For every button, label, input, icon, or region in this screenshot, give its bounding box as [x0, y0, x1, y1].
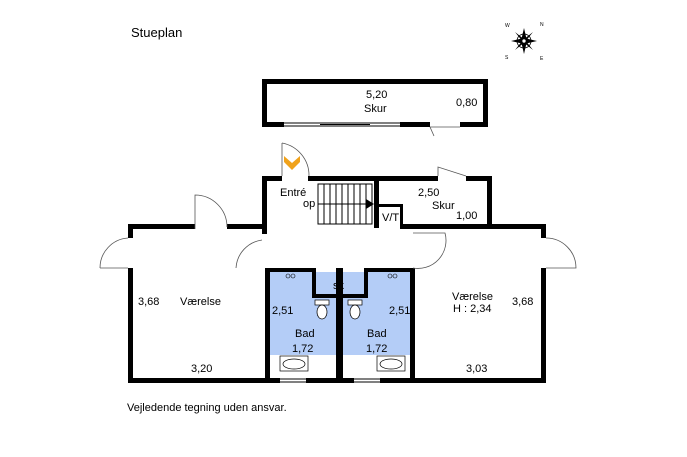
compass-south: S [505, 55, 509, 61]
entre-label: Entré [280, 187, 306, 199]
room-right-name: Værelse [452, 291, 493, 303]
bath-left-height: 2,51 [272, 305, 293, 317]
bath-right-height: 2,51 [389, 305, 410, 317]
house-walls [128, 176, 546, 383]
entry-door [281, 142, 310, 177]
compass-icon: N S E W [505, 22, 544, 62]
staircase [317, 183, 374, 225]
shed-right-width: 2,50 [418, 187, 439, 199]
plan-title: Stueplan [131, 25, 182, 40]
room-left-height: 3,68 [138, 296, 159, 308]
disclaimer-text: Vejledende tegning uden ansvar. [127, 402, 287, 414]
shed-top-depth: 0,80 [456, 97, 477, 109]
compass-north: N [540, 22, 544, 28]
room-left-name: Værelse [180, 296, 221, 308]
faucet-icon [387, 273, 398, 279]
sink-icon [376, 355, 406, 372]
compass-west: W [505, 23, 510, 29]
compass-east: E [540, 56, 544, 62]
sk-label: sk [333, 280, 345, 292]
bath-left-width: 1,72 [292, 343, 313, 355]
room-left-width: 3,20 [191, 363, 212, 375]
shed-top-width: 5,20 [366, 89, 387, 101]
toilet-icon [314, 299, 330, 320]
shed-right-depth: 1,00 [456, 210, 477, 222]
shed-top-walls [262, 79, 488, 137]
room-right-height: 3,68 [512, 296, 533, 308]
room-right-width: 3,03 [466, 363, 487, 375]
door-swings [99, 166, 577, 269]
vt-label: V/T [382, 212, 399, 224]
stairs-up-label: op [303, 198, 315, 210]
shed-right-name: Skur [432, 200, 455, 212]
bath-windows [280, 378, 380, 383]
bath-right-name: Bad [367, 328, 387, 340]
bath-left-name: Bad [295, 328, 315, 340]
sink-icon [279, 355, 309, 372]
shed-top-name: Skur [364, 103, 387, 115]
bath-right-width: 1,72 [366, 343, 387, 355]
faucet-icon [285, 273, 296, 279]
room-right-ceiling-height: H : 2,34 [453, 303, 492, 315]
toilet-icon [347, 299, 363, 320]
entry-arrow-icon [284, 156, 300, 170]
